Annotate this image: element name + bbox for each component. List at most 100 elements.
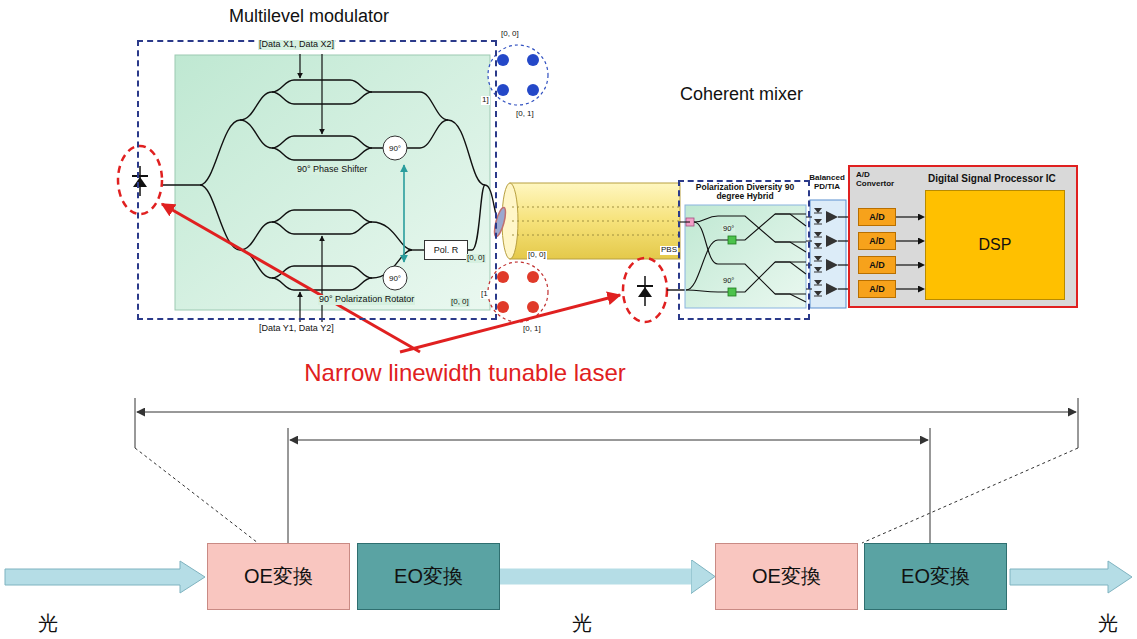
hybrid-waveguide bbox=[686, 214, 806, 290]
phase-shifter-square bbox=[728, 288, 736, 296]
waveguide bbox=[372, 92, 448, 120]
photodiode bbox=[814, 224, 822, 225]
laser-diode bbox=[667, 289, 686, 290]
component-label: 90° Polarization Rotator bbox=[318, 295, 415, 305]
eo-conversion-box: EO変換 bbox=[357, 543, 500, 610]
constellation-label: 1] bbox=[481, 96, 490, 105]
constellation-label: [0, 0] bbox=[450, 298, 470, 307]
light-arrow bbox=[5, 561, 205, 593]
waveguide bbox=[240, 222, 272, 250]
constellation-label: [1 bbox=[480, 290, 489, 299]
photodiode bbox=[814, 291, 822, 296]
hybrid-waveguide bbox=[694, 222, 806, 294]
light-arrow bbox=[1010, 561, 1132, 593]
constellation-label: [0, 0] bbox=[466, 254, 486, 263]
constellation-red bbox=[488, 262, 548, 322]
photodiode-panel bbox=[810, 200, 846, 308]
waveguide bbox=[240, 92, 272, 120]
node-text: DSP bbox=[979, 236, 1012, 254]
signal-arrow bbox=[896, 288, 918, 289]
adc-box: A/D bbox=[858, 280, 896, 298]
photodiode bbox=[814, 285, 822, 286]
photodiode bbox=[814, 296, 822, 297]
node-text: 90° bbox=[389, 144, 401, 153]
modulator-panel bbox=[175, 55, 490, 310]
callout-label: Narrow linewidth tunable laser bbox=[220, 360, 710, 386]
laser-diode bbox=[623, 258, 667, 322]
component-label: 90° bbox=[722, 225, 735, 233]
constellation-blue bbox=[497, 84, 509, 96]
optical-fiber bbox=[492, 206, 507, 237]
signal-arrow bbox=[896, 240, 918, 241]
hybrid-waveguide bbox=[680, 214, 806, 302]
waveguide bbox=[448, 120, 485, 185]
component-label: 90° Phase Shifter bbox=[296, 165, 368, 175]
photodiode bbox=[814, 261, 822, 262]
circle-outline bbox=[383, 136, 407, 160]
eo-conversion-box: EO変換 bbox=[864, 543, 1007, 610]
optical-fiber bbox=[510, 183, 680, 259]
constellation-label: [0, 1] bbox=[522, 325, 542, 334]
component-label: PBS bbox=[660, 246, 678, 255]
signal-label: [Data X1, Data X2] bbox=[258, 40, 335, 50]
photodiode bbox=[826, 283, 838, 295]
laser-pointer bbox=[162, 204, 420, 352]
phase-shifter-square bbox=[728, 236, 736, 244]
node-text: Multilevel modulator bbox=[229, 6, 389, 27]
scope-bracket bbox=[135, 448, 1078, 543]
node-text: OE変換 bbox=[244, 563, 313, 590]
waveguide bbox=[272, 148, 372, 160]
signal-label: [Data Y1, Data Y2] bbox=[258, 324, 335, 334]
dsp-ic-panel bbox=[848, 165, 1078, 308]
data-input-arrow bbox=[299, 292, 300, 322]
constellation-label: [0, 0] bbox=[527, 251, 547, 260]
hybrid-waveguide bbox=[680, 221, 690, 222]
light-label: 光 bbox=[572, 612, 592, 634]
photodiode bbox=[814, 256, 822, 261]
circle-outline bbox=[383, 266, 407, 290]
node-text: EO変換 bbox=[901, 563, 970, 590]
oe-conversion-box: OE変換 bbox=[715, 543, 858, 610]
hybrid-waveguide bbox=[686, 262, 806, 292]
phase-shifter-pointer bbox=[403, 165, 405, 262]
constellation-blue bbox=[497, 54, 509, 66]
photodiode bbox=[826, 259, 838, 271]
constellation-red bbox=[527, 301, 539, 313]
photodiode bbox=[826, 235, 838, 247]
constellation-label: [0, 1] bbox=[515, 110, 535, 119]
photodiode bbox=[814, 219, 822, 224]
laser-diode bbox=[118, 146, 162, 214]
node-text: EO変換 bbox=[394, 563, 463, 590]
signal-arrow bbox=[896, 264, 918, 265]
constellation-blue bbox=[488, 45, 548, 105]
photodiode bbox=[814, 208, 822, 213]
light-label: 光 bbox=[1098, 612, 1118, 634]
scope-bracket bbox=[290, 440, 928, 441]
waveguide bbox=[162, 184, 200, 185]
scope-bracket bbox=[135, 398, 1078, 448]
node-text: A/D bbox=[869, 236, 885, 246]
laser-pointer bbox=[162, 204, 620, 352]
data-input-arrow bbox=[321, 236, 322, 322]
photodiode bbox=[814, 248, 822, 249]
node-text: OE変換 bbox=[752, 563, 821, 590]
hybrid-waveguide bbox=[694, 216, 806, 242]
node-text: Coherent mixer bbox=[680, 84, 803, 105]
photodiode bbox=[814, 237, 822, 238]
modulator-panel bbox=[175, 55, 490, 310]
dsp-box: DSP bbox=[925, 190, 1065, 300]
adc-box: A/D bbox=[858, 208, 896, 226]
constellation-red bbox=[497, 271, 509, 283]
hybrid-waveguide bbox=[775, 242, 806, 252]
data-input-arrow bbox=[299, 54, 300, 78]
phase-shifter-square bbox=[728, 236, 736, 296]
waveguide bbox=[200, 185, 240, 250]
photodiode bbox=[814, 267, 822, 272]
photodiode bbox=[826, 211, 838, 223]
light-arrow bbox=[500, 569, 691, 585]
constellation-blue bbox=[527, 84, 539, 96]
component-label: 90° bbox=[722, 277, 735, 285]
waveguide bbox=[412, 249, 424, 250]
